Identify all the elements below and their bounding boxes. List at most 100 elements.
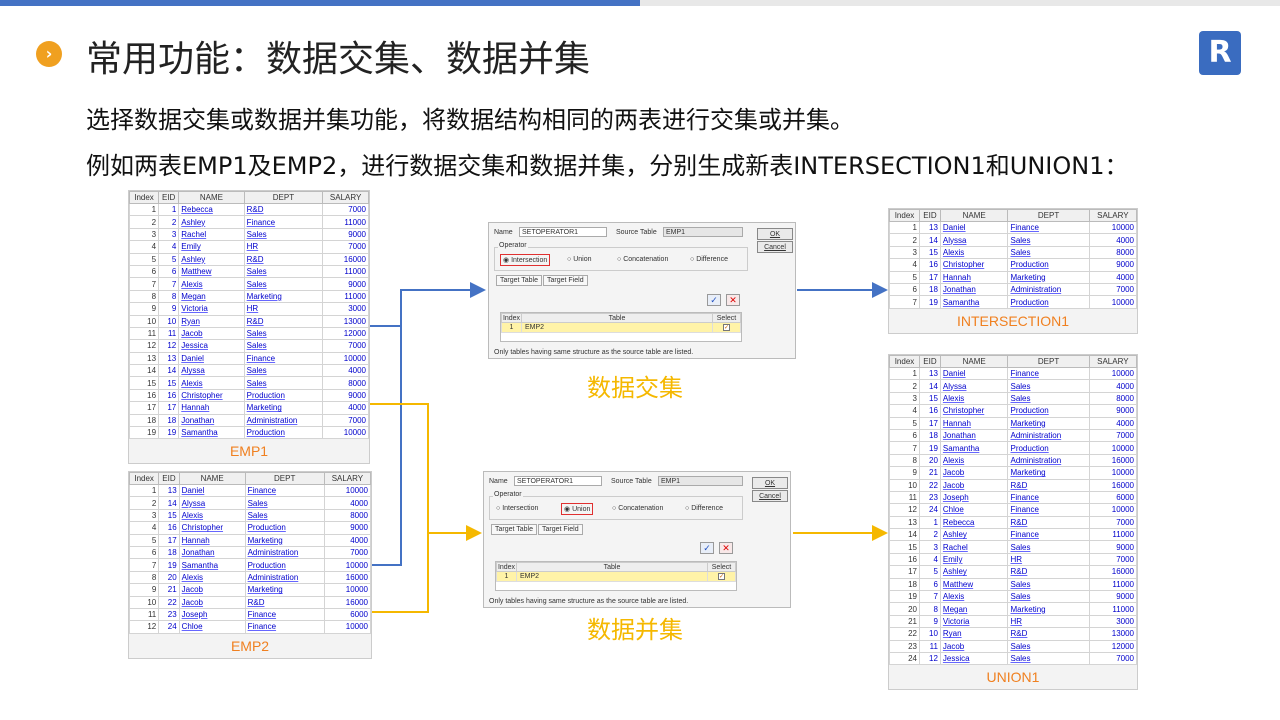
chevron-right-icon: › — [36, 41, 62, 67]
tab-target-field[interactable]: Target Field — [538, 524, 583, 535]
cell-index: 22 — [889, 627, 920, 641]
name-field[interactable]: SETOPERATOR1 — [519, 227, 607, 237]
page-title: 常用功能：数据交集、数据并集 — [86, 39, 591, 80]
checkbox-checked-icon[interactable]: ✓ — [723, 324, 730, 331]
clear-selection-icon[interactable]: ✕ — [726, 294, 740, 306]
option-concatenation[interactable]: ○ Concatenation — [617, 256, 668, 263]
cell-dept: Sales — [1007, 577, 1090, 592]
intersection-dialog: Name SETOPERATOR1 Source Table EMP1 OK C… — [488, 222, 796, 359]
cell-dept: R&D — [244, 595, 325, 609]
select-all-icon[interactable]: ✓ — [700, 542, 714, 554]
option-intersection[interactable]: ◉ Intersection — [500, 254, 551, 266]
checkbox-checked-icon[interactable]: ✓ — [718, 573, 725, 580]
cell-name: Rachel — [178, 227, 245, 242]
row-select[interactable]: ✓ — [712, 322, 741, 333]
cancel-button[interactable]: Cancel — [757, 241, 793, 253]
cell-salary: 4000 — [1088, 233, 1138, 247]
source-table-field[interactable]: EMP1 — [658, 476, 743, 486]
name-field[interactable]: SETOPERATOR1 — [514, 476, 602, 486]
cell-eid: 19 — [158, 426, 180, 440]
cell-index: 15 — [889, 540, 920, 554]
select-all-icon[interactable]: ✓ — [707, 294, 721, 306]
source-table-field[interactable]: EMP1 — [663, 227, 743, 237]
cell-eid: 6 — [919, 577, 941, 592]
option-difference[interactable]: ○ Difference — [685, 505, 723, 512]
option-union[interactable]: ◉ Union — [561, 503, 594, 515]
cell-eid: 1 — [919, 515, 941, 530]
cell-eid: 17 — [158, 533, 180, 547]
cell-dept: Sales — [1007, 233, 1090, 247]
tab-target-table[interactable]: Target Table — [491, 524, 538, 535]
radio-off-icon: ○ — [496, 505, 501, 512]
cell-eid: 22 — [158, 595, 180, 609]
row-select[interactable]: ✓ — [707, 571, 736, 582]
cancel-button[interactable]: Cancel — [752, 490, 788, 502]
option-difference[interactable]: ○ Difference — [690, 256, 728, 263]
cell-salary: 10000 — [322, 426, 369, 440]
option-intersection[interactable]: ○ Intersection — [496, 505, 538, 512]
clear-selection-icon[interactable]: ✕ — [719, 542, 733, 554]
tab-target-table[interactable]: Target Table — [496, 275, 543, 286]
ok-button[interactable]: OK — [752, 477, 788, 489]
tab-target-field[interactable]: Target Field — [543, 275, 588, 286]
cell-salary: 9000 — [323, 521, 372, 535]
ok-button[interactable]: OK — [757, 228, 793, 240]
option-concatenation[interactable]: ○ Concatenation — [612, 505, 663, 512]
cell-dept: R&D — [243, 202, 324, 217]
cell-index: 7 — [889, 295, 920, 309]
option-union[interactable]: ○ Union — [567, 256, 591, 263]
cell-eid: 13 — [919, 220, 941, 235]
